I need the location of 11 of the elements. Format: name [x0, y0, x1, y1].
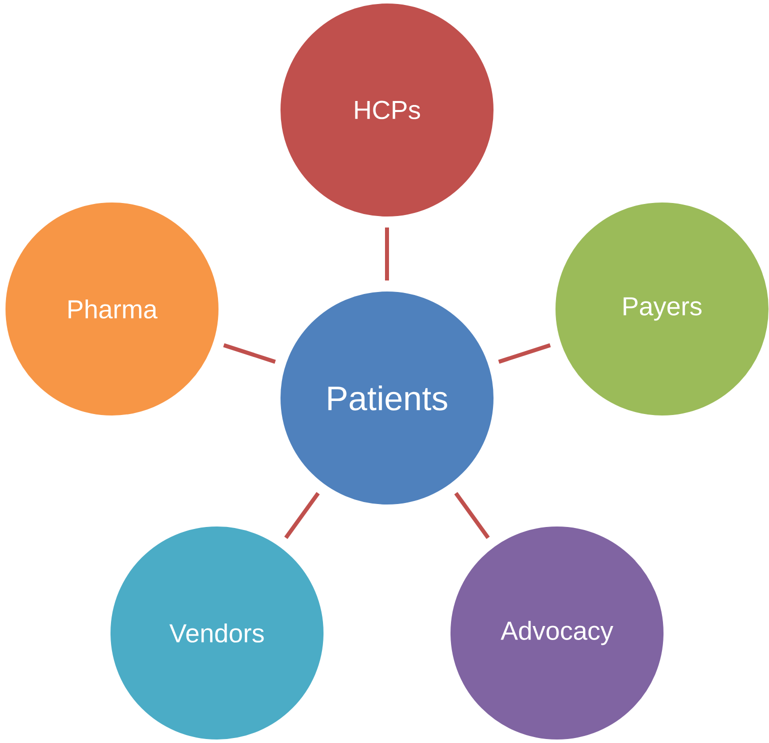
circle-node: Pharma [2, 199, 222, 418]
circle-node: Vendors [108, 523, 326, 742]
connector-line [284, 492, 320, 539]
circle-node: Payers [552, 199, 769, 418]
circle-node: Patients [278, 288, 496, 508]
connector-line [223, 343, 276, 364]
circle-node: Advocacy [448, 523, 666, 742]
connector-line [454, 492, 490, 539]
connector-line [385, 227, 389, 280]
circle-node: HCPs [278, 0, 496, 220]
connector-line [498, 343, 551, 364]
